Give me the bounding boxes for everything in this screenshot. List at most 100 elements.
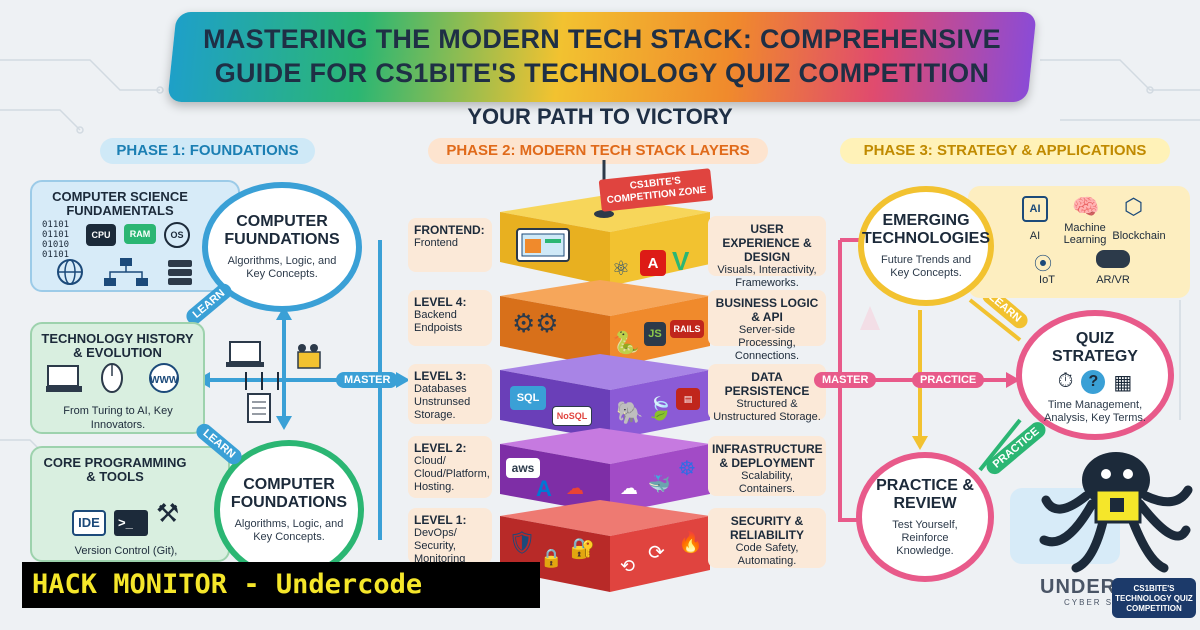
nodejs-icon: JS [644,322,666,346]
tic-tac-toe-icon: ▦ [1113,372,1133,394]
tier-label-level-2-title: LEVEL 2: [414,441,467,455]
hacker-octopus-mascot-icon [1039,452,1193,573]
ml-label: Machine Learning [1063,222,1107,246]
padlock-icon: 🔐 [570,538,595,560]
tier-label-frontend-title: FRONTEND: [414,223,485,237]
history-icons [46,363,179,393]
tier-label-level-1-sub: DevOps/ Security, Monitoring [414,527,466,564]
ai-label: AI [1029,230,1041,242]
docker-icon: 🐳 [648,474,671,494]
emerging-technologies-circle: EMERGING TECHNOLOGIES Future Trends and … [858,186,994,306]
tier-label-level-4: LEVEL 4: Backend Endpoists [408,290,492,346]
page-subtitle: YOUR PATH TO VICTORY [467,104,733,129]
tier-desc-frontend: USER EXPERIENCE & DESIGN Visuals, Intera… [708,216,826,289]
cpu-icon: CPU [86,224,116,246]
tier-desc-frontend-title: USER EXPERIENCE & DESIGN [722,222,812,264]
tier-desc-frontend-text: Visuals, Interactivity, Frameworks. [717,264,817,289]
terminal-icon: >_ [114,510,148,536]
arvr-label: AR/VR [1096,274,1130,286]
angular-icon: A [640,250,666,276]
tier-desc-level-1: SECURITY & RELIABILITY Code Safety, Auto… [708,508,826,568]
gcp-icon: ☁ [566,478,584,498]
rails-icon: RAILS [670,320,704,338]
browser-window-icon [521,233,565,257]
tier-label-level-1-title: LEVEL 1: [414,513,467,527]
phase-2-header: PHASE 2: MODERN TECH STACK LAYERS [428,138,768,164]
tier-desc-level-4-text: Server-side Processing, Connections. [734,324,800,362]
undercode-brand-sub: CYBER SEC [1064,598,1129,607]
title-line-1: MASTERING THE MODERN TECH STACK: COMPREH… [203,24,1001,54]
os-icon: OS [164,222,190,248]
binary-text: 01101 01101 01010 01101 [42,220,70,260]
quiz-icons-row: ⏱ ? ▦ [1057,370,1133,395]
tier-label-frontend: FRONTEND: Frontend [408,218,492,272]
practice-review-sub: Test Yourself, Reinforce Knowledge. [892,518,958,557]
tier-desc-level-2: INFRASTRUCTURE & DEPLOYMENT Scalability,… [708,436,826,496]
emerging-icons-panel [968,186,1190,298]
tier-desc-level-4: BUSINESS LOGIC & API Server-side Process… [708,290,826,362]
ram-icon: RAM [124,224,156,244]
phase-1-header: PHASE 1: FOUNDATIONS [100,138,315,164]
tier-label-level-2: LEVEL 2: Cloud/ Cloud/Platform, Hosting. [408,436,492,498]
core-programming-title: CORE PROGRAMMING & TOOLS [43,455,187,484]
tier-desc-level-2-text: Scalability, Containers. [738,470,796,495]
master-label-left: MASTER [336,372,399,388]
practice-label: PRACTICE [912,372,985,388]
tier-desc-level-1-title: SECURITY & RELIABILITY [730,514,804,542]
tier-label-level-4-title: LEVEL 4: [414,295,467,309]
vue-icon: V [672,246,690,276]
computer-foundations-top-title: COMPUTER FUUNDATIONS [224,213,340,248]
tier-desc-level-4-title: BUSINESS LOGIC & API [715,296,819,324]
computer-foundations-top-sub: Algorithms, Logic, and Key Concepts. [227,255,337,280]
tier-desc-level-2-title: INFRASTRUCTURE & DEPLOYMENT [712,442,823,470]
core-programming-sub: Version Control (Git), [74,545,178,557]
azure-icon: A [536,476,552,501]
phase-3-header: PHASE 3: STRATEGY & APPLICATIONS [840,138,1170,164]
refresh-icon: ⟳ [648,542,665,564]
brain-icon: 🧠 [1072,194,1100,219]
gears-icon: ⚙⚙ [512,308,559,338]
blockchain-icon: ⬡ [1124,194,1144,219]
computer-foundations-bottom-title: COMPUTER FOUNDATIONS [230,476,348,511]
page-title: MASTERING THE MODERN TECH STACK: COMPREH… [172,22,1032,90]
tools-icon: ⚒ [156,498,180,528]
technology-history-sub: From Turing to AI, Key Innovators. [63,405,173,431]
hack-monitor-watermark: HACK MONITOR - Undercode [22,562,540,608]
competition-badge: CS1BITE'S TECHNOLOGY QUIZ COMPETITION [1112,578,1196,618]
emerging-technologies-sub: Future Trends and Key Concepts. [881,254,971,279]
tier-desc-level-1-text: Code Safety, Automating. [735,542,799,567]
middle-icons [226,341,321,423]
cloud-icon: ☁ [620,478,638,498]
nosql-icon: NoSQL [552,406,592,426]
technology-history-title: TECHNOLOGY HISTORY & EVOLUTION [41,331,194,360]
iot-label: IoT [1039,274,1055,286]
www-icon: WWW [150,375,179,386]
tier-label-level-4-sub: Backend Endpoists [414,309,463,334]
technology-history-card: TECHNOLOGY HISTORY & EVOLUTION WWW From … [30,322,205,434]
title-line-2: GUIDE FOR CS1BITE'S TECHNOLOGY QUIZ COMP… [214,58,990,88]
cs-fundamentals-title: COMPUTER SCIENCE FUNDAMENTALS [52,189,188,218]
tier-desc-level-3: DATA PERSISTENCE Structured & Unstructur… [708,364,826,423]
redis-icon: ▤ [676,388,700,410]
jenkins-icon: 🔥 [678,532,703,554]
emerging-technologies-title: EMERGING TECHNOLOGIES [862,212,991,247]
tier-label-level-3-title: LEVEL 3: [414,369,467,383]
stopwatch-icon: ⏱ [1057,370,1074,392]
cicd-loop-icon: ⟲ [620,556,636,576]
ide-icon: IDE [72,510,106,536]
practice-review-title: PRACTICE & REVIEW [876,476,974,512]
quiz-strategy-circle: QUIZ STRATEGY ⏱ ? ▦ Time Management, Ana… [1016,310,1174,440]
lock-icon: 🔒 [540,548,563,568]
web-design-icon [516,228,570,262]
iot-icon: ⦿ [1034,254,1052,274]
core-programming-card: CORE PROGRAMMING & TOOLS IDE >_ ⚒ Versio… [30,446,230,562]
master-label-right: MASTER [814,372,877,388]
tier-label-level-1: LEVEL 1: DevOps/ Security, Monitoring [408,508,492,564]
tier-desc-level-3-title: DATA PERSISTENCE [724,370,810,398]
shield-icon: 🛡 [508,530,536,555]
quiz-strategy-sub: Time Management, Analysis, Key Terms. [1044,399,1146,424]
tier-label-level-2-sub: Cloud/ Cloud/Platform, Hosting. [414,455,490,493]
aws-icon: aws [506,458,540,478]
practice-review-circle: PRACTICE & REVIEW Test Yourself, Reinfor… [856,452,994,582]
